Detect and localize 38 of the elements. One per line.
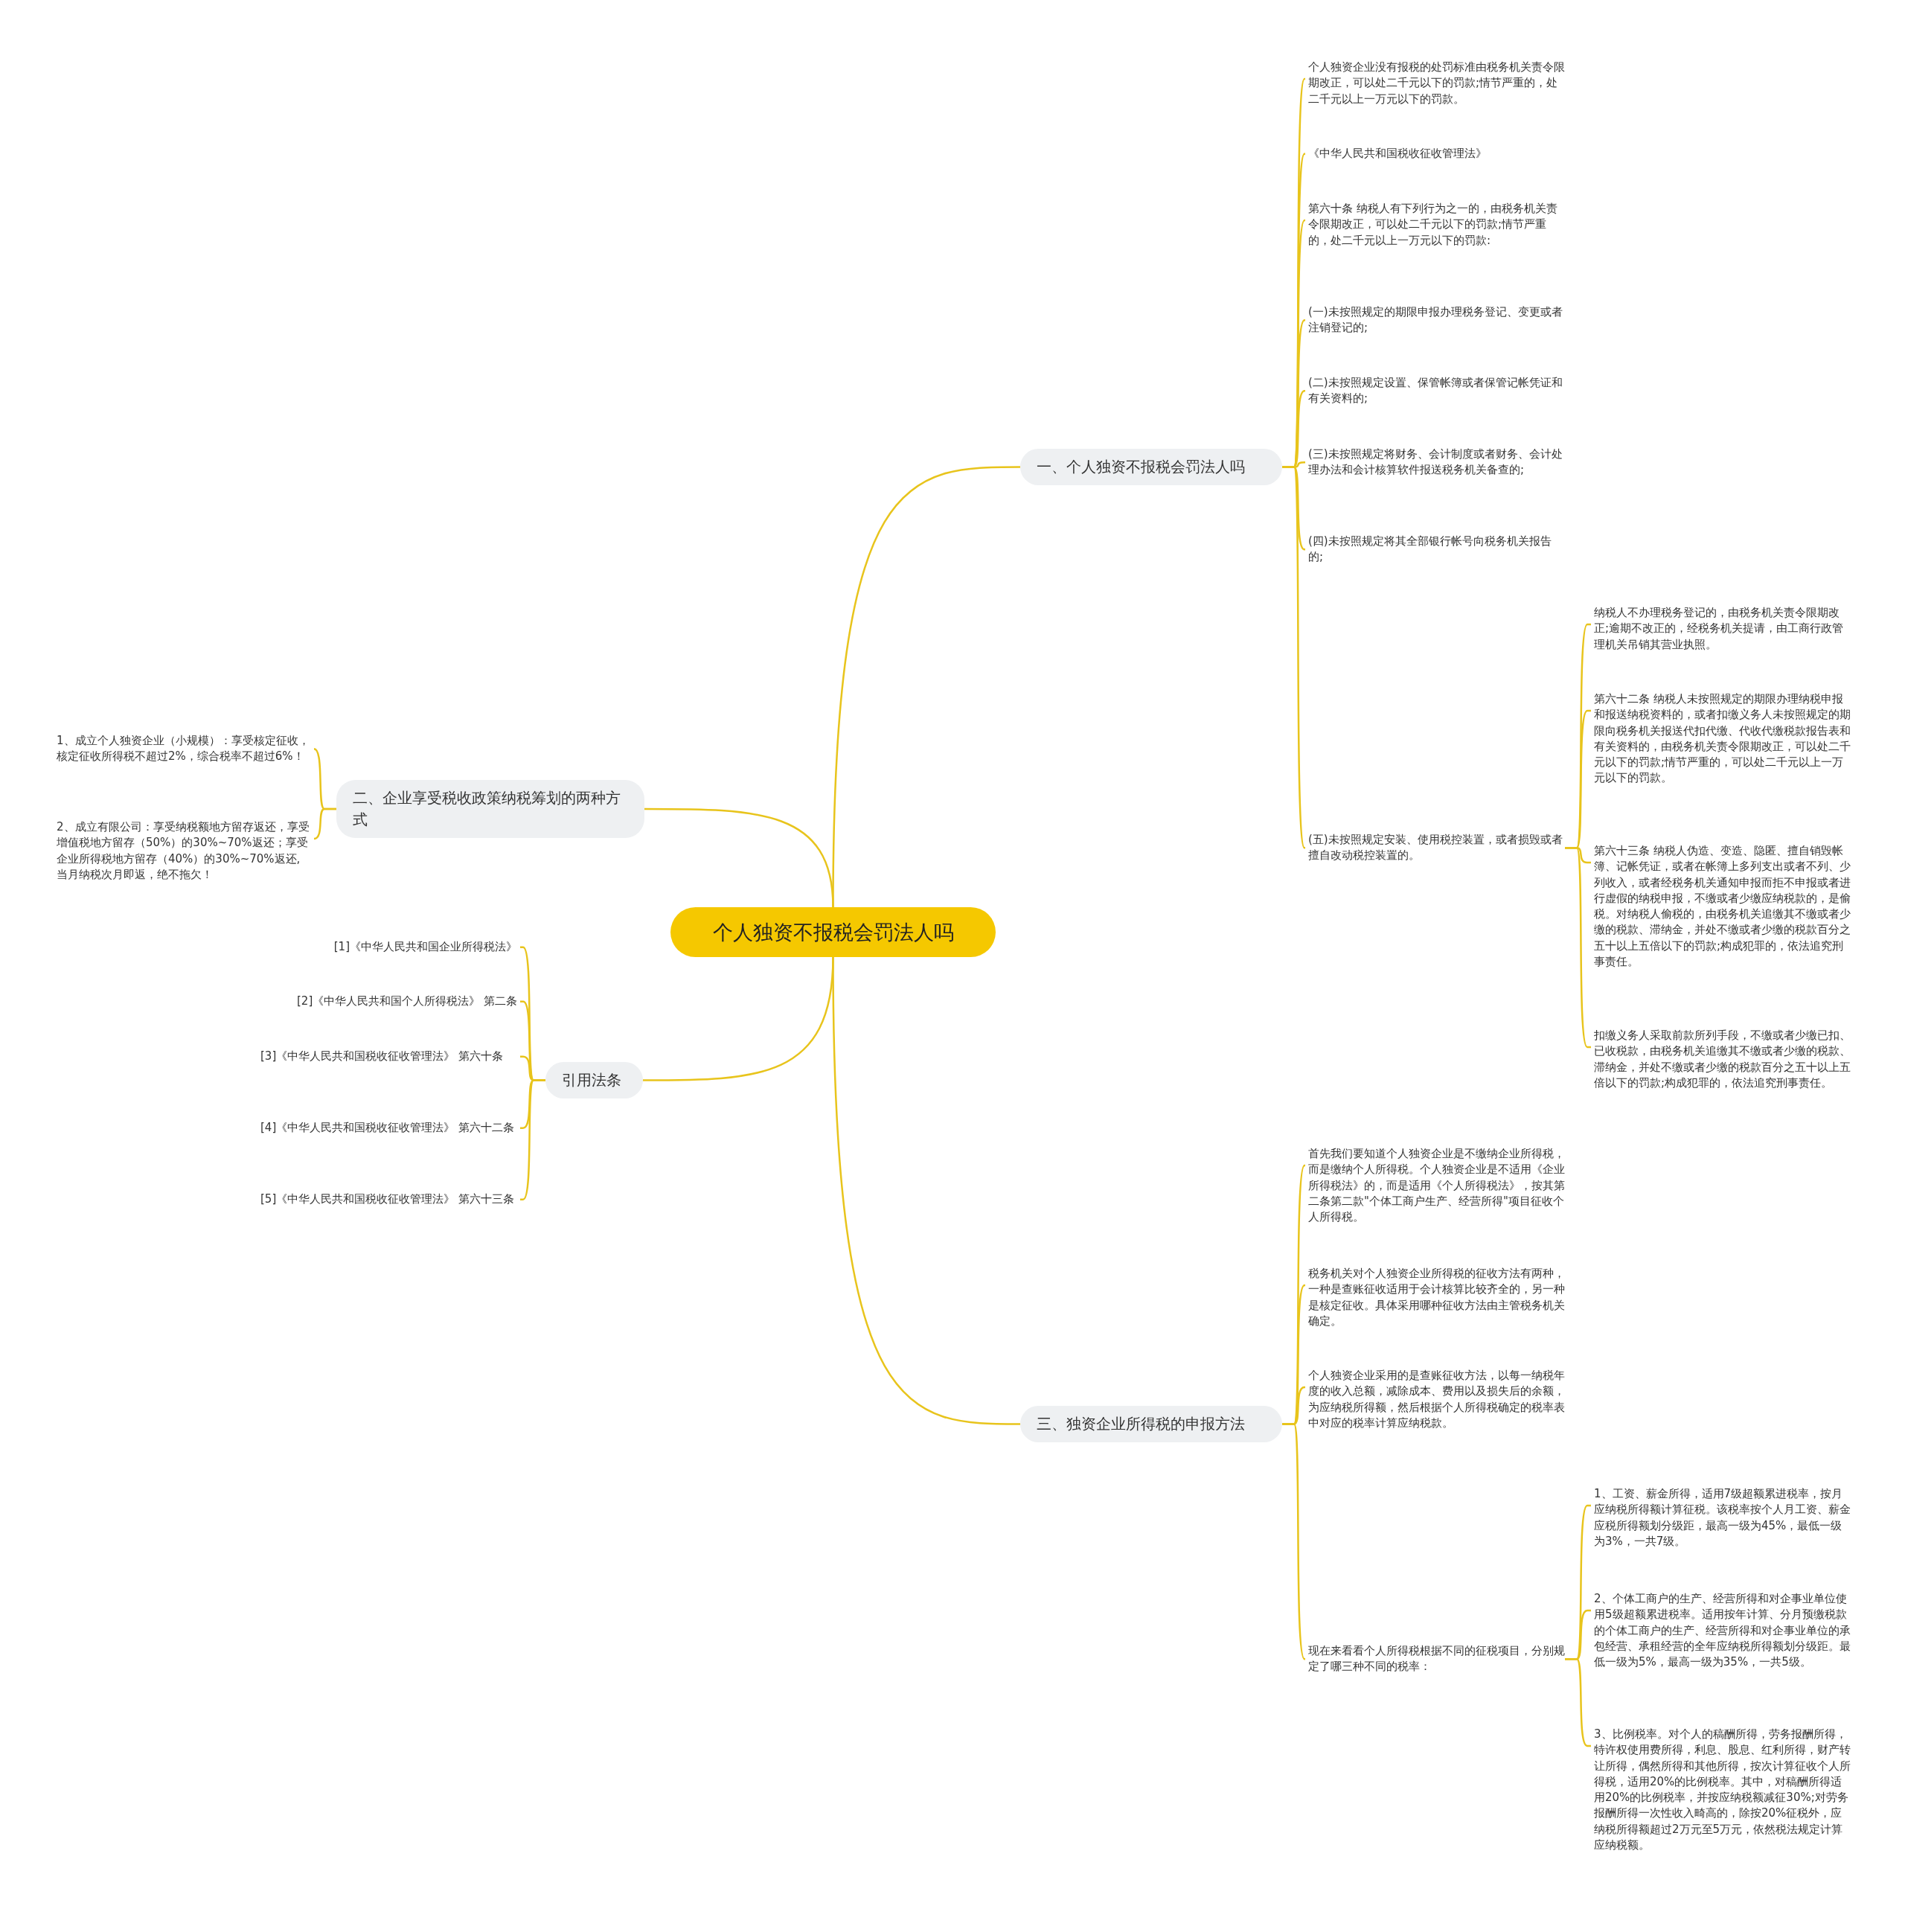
topic-box: 一、个人独资不报税会罚法人吗 — [1020, 449, 1282, 485]
note-text: 扣缴义务人采取前款所列手段，不缴或者少缴已扣、已收税款，由税务机关追缴其不缴或者少缴的税款、滞纳金，并处不缴或者少缴的税款百分之五十以上五倍以下的罚款;构成犯罪的，依法追究刑事责任。 — [1594, 1028, 1851, 1092]
note-text: 第六十三条 纳税人伪造、变造、隐匿、擅自销毁帐簿、记帐凭证，或者在帐簿上多列支出或者不列、少列收入，或者经税务机关通知申报而拒不申报或者进行虚假的纳税申报，不缴或者少缴应纳税款的，是偷税。对纳税人偷税的，由税务机关追缴其不缴或者少缴的税款、滞纳金，并处不缴或者少缴的税款百分之五十以上五倍以下的罚款;构成犯罪的，依法追究刑事责任。 — [1594, 843, 1851, 970]
connector-line — [1565, 1658, 1591, 1747]
connector-line — [520, 1079, 545, 1200]
connector-line — [313, 807, 336, 840]
note-text: 第六十二条 纳税人未按照规定的期限办理纳税申报和报送纳税资料的，或者扣缴义务人未按照规定的期限向税务机关报送代扣代缴、代收代缴税款报告表和有关资料的，由税务机关责令限期改正，可以处二千元以下的罚款;情节严重的，可以处二千元以上一万元以下的罚款。 — [1594, 691, 1851, 787]
note-text: [3]《中华人民共和国税收征收管理法》 第六十条 — [260, 1049, 517, 1065]
connector-line — [1282, 1423, 1306, 1660]
note-text: 个人独资企业采用的是查账征收方法，以每一纳税年度的收入总额，减除成本、费用以及损失后的余额，为应纳税所得额，然后根据个人所得税确定的税率表中对应的税率计算应纳税款。 — [1308, 1368, 1565, 1432]
note-text: 纳税人不办理税务登记的，由税务机关责令限期改正;逾期不改正的，经税务机关提请，由工商行政管理机关吊销其营业执照。 — [1594, 605, 1851, 653]
note-text: (二)未按照规定设置、保管帐簿或者保管记帐凭证和有关资料的; — [1308, 375, 1565, 407]
note-text: 2、个体工商户的生产、经营所得和对企事业单位使用5级超额累进税率。适用按年计算、分月预缴税款的个体工商户的生产、经营所得和对企事业单位的承包经营、承租经营的全年应纳税所得额划分级距。最低一级为5%，最高一级为35%，一共5级。 — [1594, 1591, 1851, 1671]
connector-line — [1565, 847, 1591, 1049]
note-text: (一)未按照规定的期限申报办理税务登记、变更或者注销登记的; — [1308, 304, 1565, 336]
central-topic: 个人独资不报税会罚法人吗 — [670, 907, 996, 958]
note-text: 《中华人民共和国税收征收管理法》 — [1308, 146, 1565, 162]
topic-box: 引用法条 — [545, 1062, 643, 1098]
topic-box: 二、企业享受税收政策纳税筹划的两种方式 — [336, 780, 644, 838]
note-text: 第六十条 纳税人有下列行为之一的，由税务机关责令限期改正，可以处二千元以下的罚款;情节严重的，处二千元以上一万元以下的罚款: — [1308, 201, 1565, 249]
note-text: [4]《中华人民共和国税收征收管理法》 第六十二条 — [260, 1120, 517, 1136]
note-text: 现在来看看个人所得税根据不同的征税项目，分别规定了哪三种不同的税率： — [1308, 1643, 1565, 1675]
note-text: (三)未按照规定将财务、会计制度或者财务、会计处理办法和会计核算软件报送税务机关备查的; — [1308, 447, 1565, 479]
note-text: [1]《中华人民共和国企业所得税法》 — [260, 939, 517, 956]
connector-line — [832, 957, 1020, 1425]
note-text: [5]《中华人民共和国税收征收管理法》 第六十三条 — [260, 1191, 517, 1208]
connector-line — [644, 807, 834, 908]
note-text: 首先我们要知道个人独资企业是不缴纳企业所得税，而是缴纳个人所得税。个人独资企业是不适用《企业所得税法》的，而是适用《个人所得税法》，按其第二条第二款"个体工商户生产、经营所得"项目征收个人所得税。 — [1308, 1146, 1565, 1226]
note-text: 2、成立有限公司：享受纳税额地方留存返还，享受增值税地方留存（50%）的30%~70%返还；享受企业所得税地方留存（40%）的30%~70%返还,当月纳税次月即返，绝不拖欠！ — [57, 819, 311, 883]
note-text: (五)未按照规定安装、使用税控装置，或者损毁或者擅自改动税控装置的。 — [1308, 832, 1565, 864]
note-text: [2]《中华人民共和国个人所得税法》 第二条 — [260, 994, 517, 1010]
note-text: 3、比例税率。对个人的稿酬所得，劳务报酬所得，特许权使用费所得，利息、股息、红利所得，财产转让所得，偶然所得和其他所得，按次计算征收个人所得税，适用20%的比例税率。其中，对稿酬所得适用20%的比例税率，并按应纳税额减征30%;对劳务报酬所得一次性收入畸高的，除按20%征税外，应纳税所得额超过2万元至5万元，依然税法规定计算应纳税额。 — [1594, 1727, 1851, 1854]
note-text: (四)未按照规定将其全部银行帐号向税务机关报告的; — [1308, 534, 1565, 566]
topic-box: 三、独资企业所得税的申报方法 — [1020, 1406, 1282, 1442]
note-text: 1、工资、薪金所得，适用7级超额累进税率，按月应纳税所得额计算征税。该税率按个人月工资、薪金应税所得额划分级距，最高一级为45%，最低一级为3%，一共7级。 — [1594, 1486, 1851, 1550]
note-text: 税务机关对个人独资企业所得税的征收方法有两种，一种是查账征收适用于会计核算比较齐全的，另一种是核定征收。具体采用哪种征收方法由主管税务机关确定。 — [1308, 1266, 1565, 1330]
note-text: 1、成立个人独资企业（小规模）：享受核定征收，核定征收所得税不超过2%，综合税率不超过6%！ — [57, 733, 311, 765]
note-text: 个人独资企业没有报税的处罚标准由税务机关责令限期改正，可以处二千元以下的罚款;情节严重的，处二千元以上一万元以下的罚款。 — [1308, 60, 1565, 107]
